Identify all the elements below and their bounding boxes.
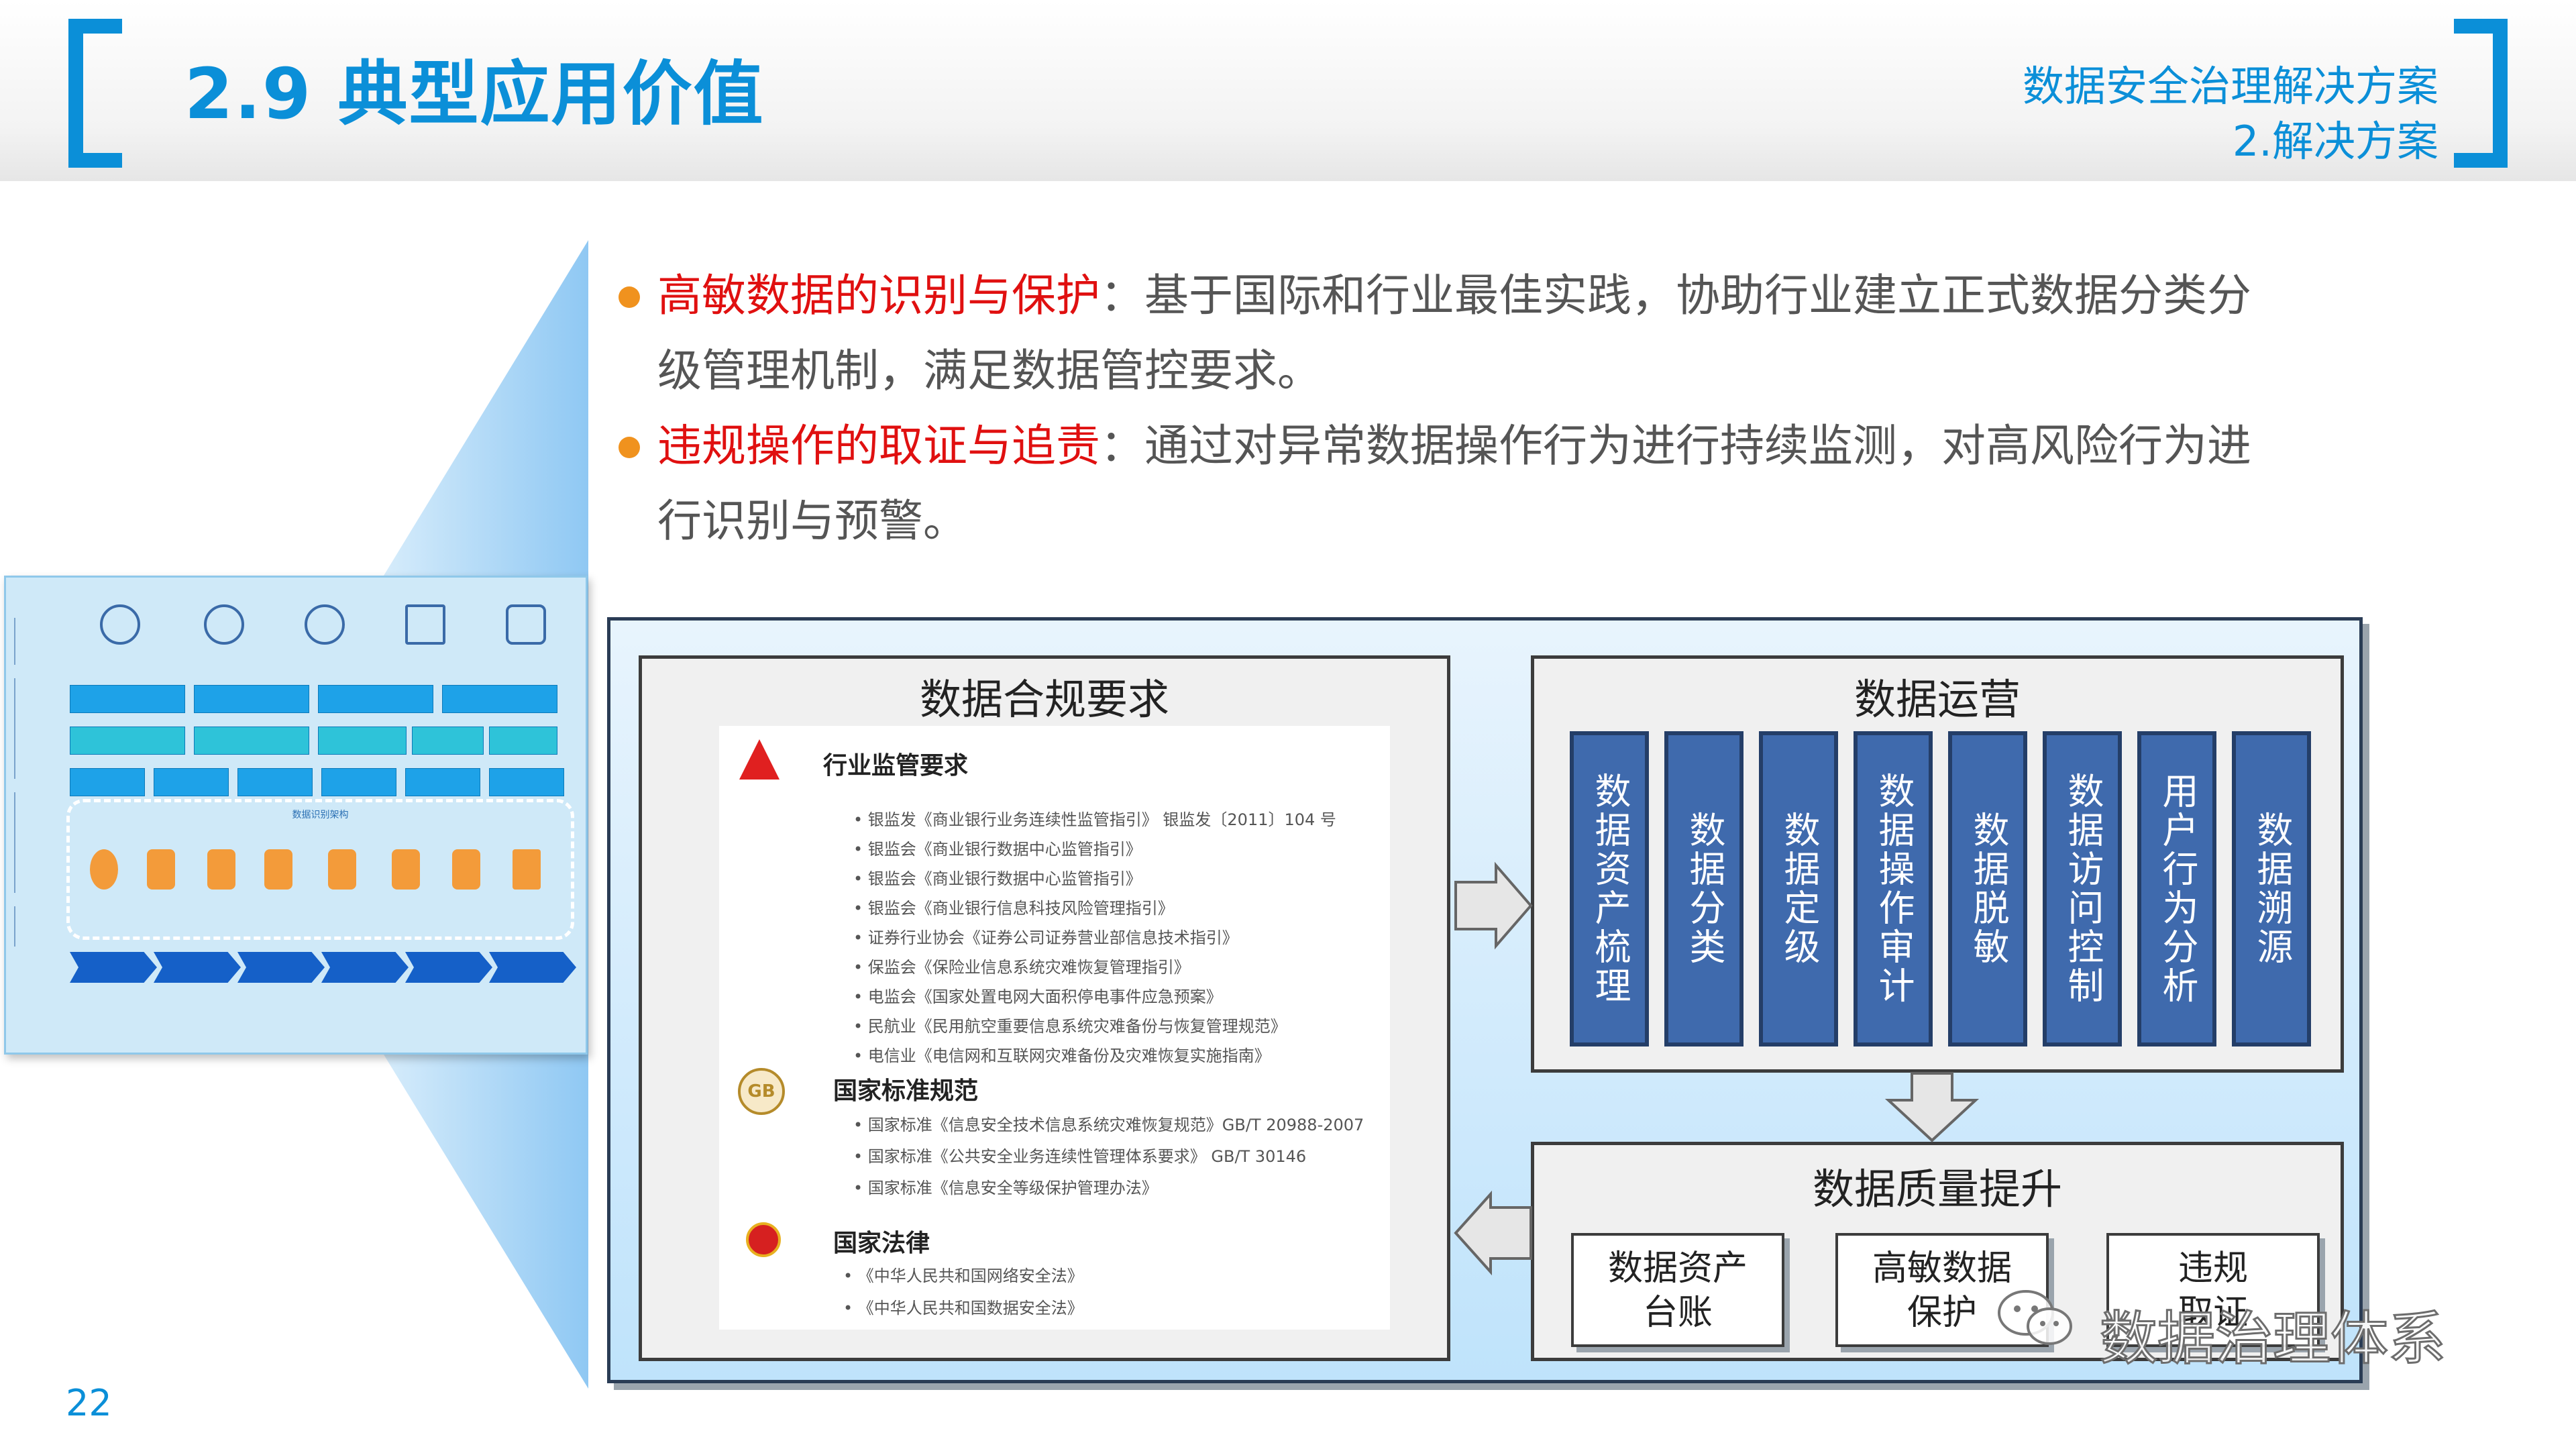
operation-column: 数据访问控制 bbox=[2043, 731, 2122, 1046]
slide-header: 2.9 典型应用价值 数据安全治理解决方案 2.解决方案 bbox=[0, 0, 2576, 181]
server-icon bbox=[513, 849, 541, 890]
bullet-highlight: 高敏数据的识别与保护 bbox=[657, 270, 1100, 321]
watermark-text: 数据治理体系 bbox=[2099, 1305, 2447, 1374]
bullet-dot bbox=[619, 437, 640, 458]
bullet-item-2: 违规操作的取证与追责：通过对异常数据操作行为进行持续监测，对高风险行为进 bbox=[617, 409, 2428, 484]
standards-item: • 国家标准《公共安全业务连续性管理体系要求》 GB/T 30146 bbox=[853, 1147, 1307, 1166]
gb-standard-logo-icon: GB bbox=[738, 1068, 785, 1115]
industry-item: • 银监发《商业银行业务连续性监管指引》 银监发〔2011〕104 号 bbox=[853, 810, 1336, 829]
file-icon bbox=[207, 849, 235, 890]
quality-box-asset-ledger: 数据资产台账 bbox=[1571, 1233, 1784, 1347]
operation-column: 数据操作审计 bbox=[1854, 731, 1933, 1046]
thumbnail-flow-arrow bbox=[154, 952, 241, 983]
standards-item: • 国家标准《信息安全技术信息系统灾难恢复规范》GB/T 20988-2007 bbox=[853, 1116, 1364, 1134]
industry-heading: 行业监管要求 bbox=[823, 752, 969, 780]
quality-title: 数据质量提升 bbox=[1812, 1165, 2062, 1214]
industry-item: • 银监会《商业银行数据中心监管指引》 bbox=[853, 869, 1142, 888]
bullet-text: ：基于国际和行业最佳实践，协助行业建立正式数据分类分 bbox=[1100, 270, 2251, 321]
thumbnail-side-labels bbox=[14, 618, 41, 947]
operation-column: 数据溯源 bbox=[2232, 731, 2311, 1046]
operation-column: 数据分类 bbox=[1664, 731, 1743, 1046]
bullet-list: 高敏数据的识别与保护：基于国际和行业最佳实践，协助行业建立正式数据分类分 级管理… bbox=[617, 258, 2428, 559]
header-subtitle-line1: 数据安全治理解决方案 bbox=[2022, 62, 2438, 111]
operation-column: 用户行为分析 bbox=[2137, 731, 2216, 1046]
down-arrow-icon bbox=[1884, 1072, 1980, 1142]
operation-column: 数据定级 bbox=[1759, 731, 1838, 1046]
bullet-dot bbox=[619, 286, 640, 308]
standards-item: • 国家标准《信息安全等级保护管理办法》 bbox=[853, 1179, 1158, 1197]
industry-item: • 电信业《电信网和互联网灾难备份及灾难恢复实施指南》 bbox=[853, 1046, 1271, 1065]
right-bracket-decoration bbox=[2454, 19, 2508, 168]
law-heading: 国家法律 bbox=[833, 1230, 930, 1257]
quality-box-sensitive-data: 高敏数据保护 bbox=[1835, 1233, 2049, 1347]
industry-item: • 民航业《民用航空重要信息系统灾难备份与恢复管理规范》 bbox=[853, 1017, 1287, 1036]
target-icon bbox=[100, 604, 140, 645]
database-icon bbox=[264, 849, 292, 890]
thumbnail-flow-arrow bbox=[405, 952, 492, 983]
right-arrow-icon bbox=[1454, 861, 1533, 950]
header-subtitle-line2: 2.解决方案 bbox=[2232, 117, 2438, 166]
bullet-item-1: 高敏数据的识别与保护：基于国际和行业最佳实践，协助行业建立正式数据分类分 bbox=[617, 258, 2428, 333]
requirements-box: 行业监管要求 • 银监发《商业银行业务连续性监管指引》 银监发〔2011〕104… bbox=[719, 726, 1390, 1330]
industry-item: • 银监会《商业银行信息科技风险管理指引》 bbox=[853, 899, 1174, 918]
shield-icon bbox=[204, 604, 244, 645]
operation-column: 数据脱敏 bbox=[1948, 731, 2027, 1046]
left-arrow-icon bbox=[1454, 1190, 1532, 1276]
compliance-title: 数据合规要求 bbox=[919, 675, 1169, 724]
wechat-icon bbox=[1998, 1290, 2072, 1345]
bullet-item-1-continuation: 级管理机制，满足数据管控要求。 bbox=[657, 345, 1322, 396]
monitor-icon bbox=[506, 604, 546, 645]
national-emblem-icon bbox=[746, 1222, 781, 1257]
document-icon bbox=[147, 849, 175, 890]
database-icon bbox=[328, 849, 356, 890]
architecture-thumbnail: 数据识别架构 bbox=[4, 576, 588, 1055]
globe-icon bbox=[305, 604, 345, 645]
left-bracket-decoration bbox=[68, 19, 122, 168]
pie-icon bbox=[90, 849, 118, 890]
industry-item: • 证券行业协会《证券公司证券营业部信息技术指引》 bbox=[853, 928, 1238, 947]
page-number: 22 bbox=[66, 1382, 112, 1424]
thumbnail-flow-arrow bbox=[489, 952, 576, 983]
industry-item: • 银监会《商业银行数据中心监管指引》 bbox=[853, 840, 1142, 859]
operation-column: 数据资产梳理 bbox=[1570, 731, 1649, 1046]
thumbnail-flow-arrow bbox=[70, 952, 157, 983]
quality-box-violation-evidence: 违规取证 bbox=[2106, 1233, 2320, 1347]
standards-heading: 国家标准规范 bbox=[833, 1077, 979, 1105]
thumbnail-flow-arrow bbox=[321, 952, 409, 983]
industry-item: • 电监会《国家处置电网大面积停电事件应急预案》 bbox=[853, 987, 1222, 1006]
bullet-item-2-continuation: 行识别与预警。 bbox=[657, 495, 967, 547]
operations-title: 数据运营 bbox=[1854, 675, 2021, 724]
database-icon bbox=[452, 849, 480, 890]
thumbnail-section-label: 数据识别架构 bbox=[292, 810, 349, 820]
thumbnail-flow-arrow bbox=[237, 952, 325, 983]
law-item: • 《中华人民共和国网络安全法》 bbox=[843, 1267, 1083, 1285]
database-icon bbox=[392, 849, 420, 890]
thumbnail-dashed-group: 数据识别架构 bbox=[66, 799, 574, 940]
chart-icon bbox=[405, 604, 445, 645]
slide-title: 2.9 典型应用价值 bbox=[184, 53, 765, 135]
compliance-panel: 数据合规要求 行业监管要求 • 银监发《商业银行业务连续性监管指引》 银监发〔2… bbox=[639, 655, 1450, 1361]
bullet-text: ：通过对异常数据操作行为进行持续监测，对高风险行为进 bbox=[1100, 420, 2251, 472]
industry-item: • 保监会《保险业信息系统灾难恢复管理指引》 bbox=[853, 958, 1190, 977]
law-item: • 《中华人民共和国数据安全法》 bbox=[843, 1299, 1083, 1318]
bullet-highlight: 违规操作的取证与追责 bbox=[657, 420, 1100, 472]
